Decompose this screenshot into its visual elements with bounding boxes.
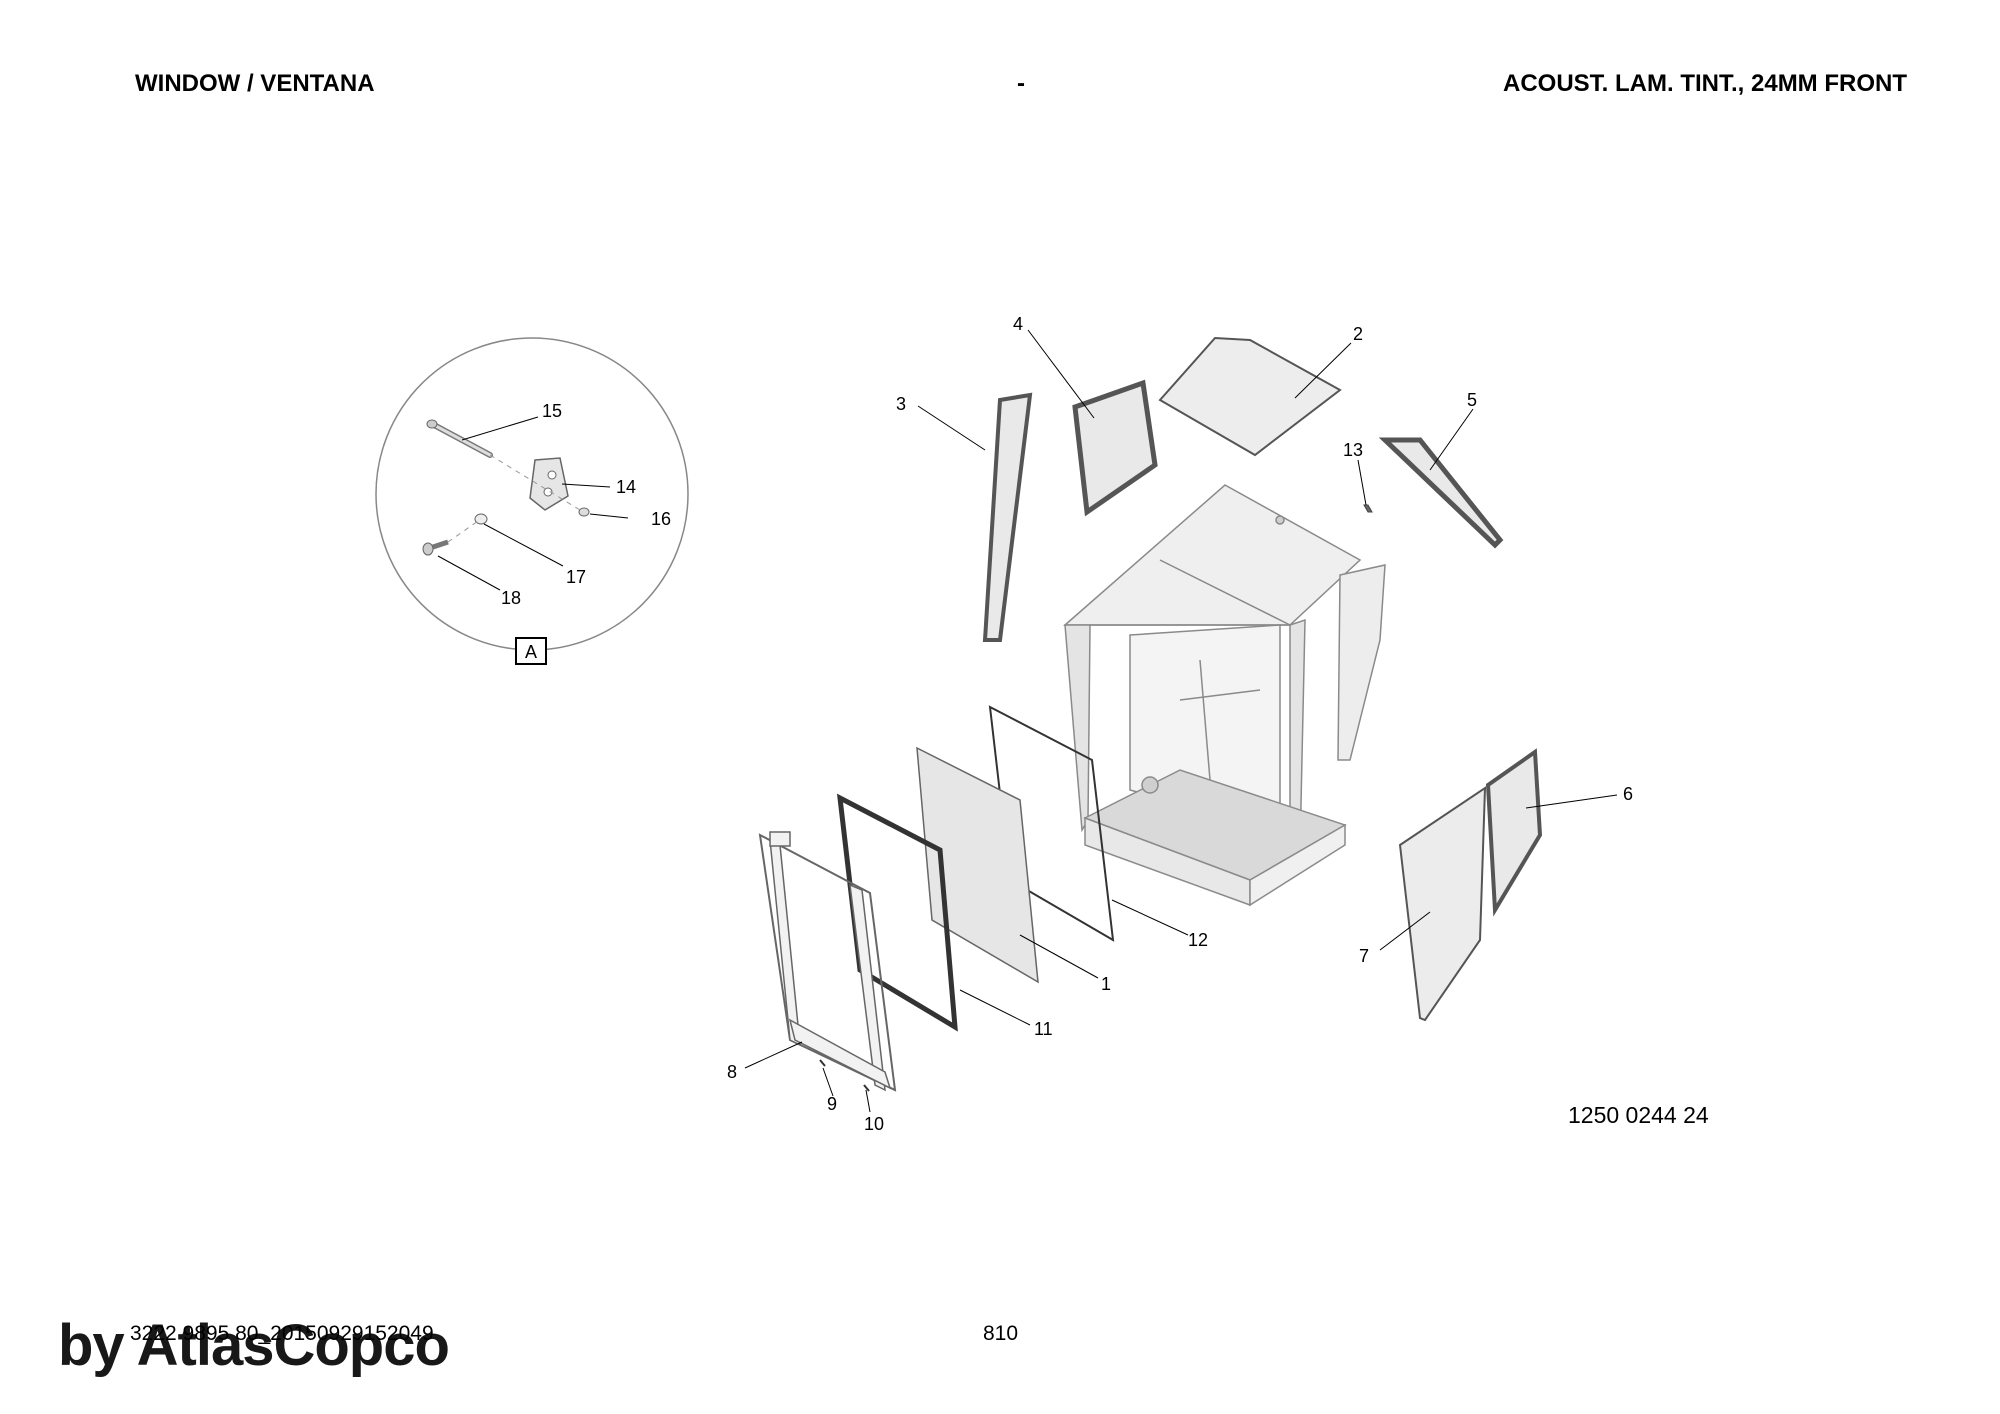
callout-12: 12 <box>1188 930 1208 950</box>
window-frame-part-8 <box>758 831 897 1092</box>
callout-16: 16 <box>651 509 671 529</box>
page-number: 810 <box>983 1322 1019 1345</box>
window-part-3 <box>982 392 1033 642</box>
callout-5: 5 <box>1467 390 1477 410</box>
callout-1: 1 <box>1101 974 1111 994</box>
callout-8: 8 <box>727 1062 737 1082</box>
window-part-6 <box>1485 748 1543 917</box>
callout-15: 15 <box>542 401 562 421</box>
bolt-part-18 <box>422 539 449 556</box>
detail-label: A <box>525 642 537 662</box>
clip-part-13 <box>1363 504 1373 513</box>
detail-label-box <box>515 637 547 665</box>
window-part-5 <box>1378 437 1504 549</box>
callout-3: 3 <box>896 394 906 414</box>
callout-11: 11 <box>1034 1019 1053 1039</box>
leader-lines <box>744 329 1618 1113</box>
header-separator: - <box>1017 70 1025 97</box>
window-part-4 <box>1072 379 1158 517</box>
callout-9: 9 <box>827 1094 837 1114</box>
door-glass-part-7 <box>1398 786 1487 1022</box>
drawing-number: 1250 0244 24 <box>1568 1102 1709 1128</box>
pin-part-15 <box>426 419 493 458</box>
callout-4: 4 <box>1013 314 1023 334</box>
callout-13: 13 <box>1343 440 1363 460</box>
callout-18: 18 <box>501 588 521 608</box>
cab-frame <box>1063 484 1386 907</box>
detail-a-view: A <box>375 337 689 665</box>
roof-glass-part-2 <box>1158 336 1342 457</box>
callout-2: 2 <box>1353 324 1363 344</box>
callout-10: 10 <box>864 1114 884 1134</box>
callout-6: 6 <box>1623 784 1633 804</box>
header-description: ACOUST. LAM. TINT., 24MM FRONT <box>1503 70 1907 97</box>
callout-7: 7 <box>1359 946 1369 966</box>
nut-part-16 <box>578 507 590 517</box>
screw-part-10 <box>863 1084 870 1092</box>
document-id: 3222 9895 80_20150929152049 <box>130 1322 434 1345</box>
front-glass-part-1 <box>916 746 1039 984</box>
callout-14: 14 <box>616 477 636 497</box>
callout-17: 17 <box>566 567 586 587</box>
screw-part-9 <box>819 1059 826 1067</box>
header-title: WINDOW / VENTANA <box>135 70 375 97</box>
watermark: by AtlasCopco <box>58 1313 450 1378</box>
